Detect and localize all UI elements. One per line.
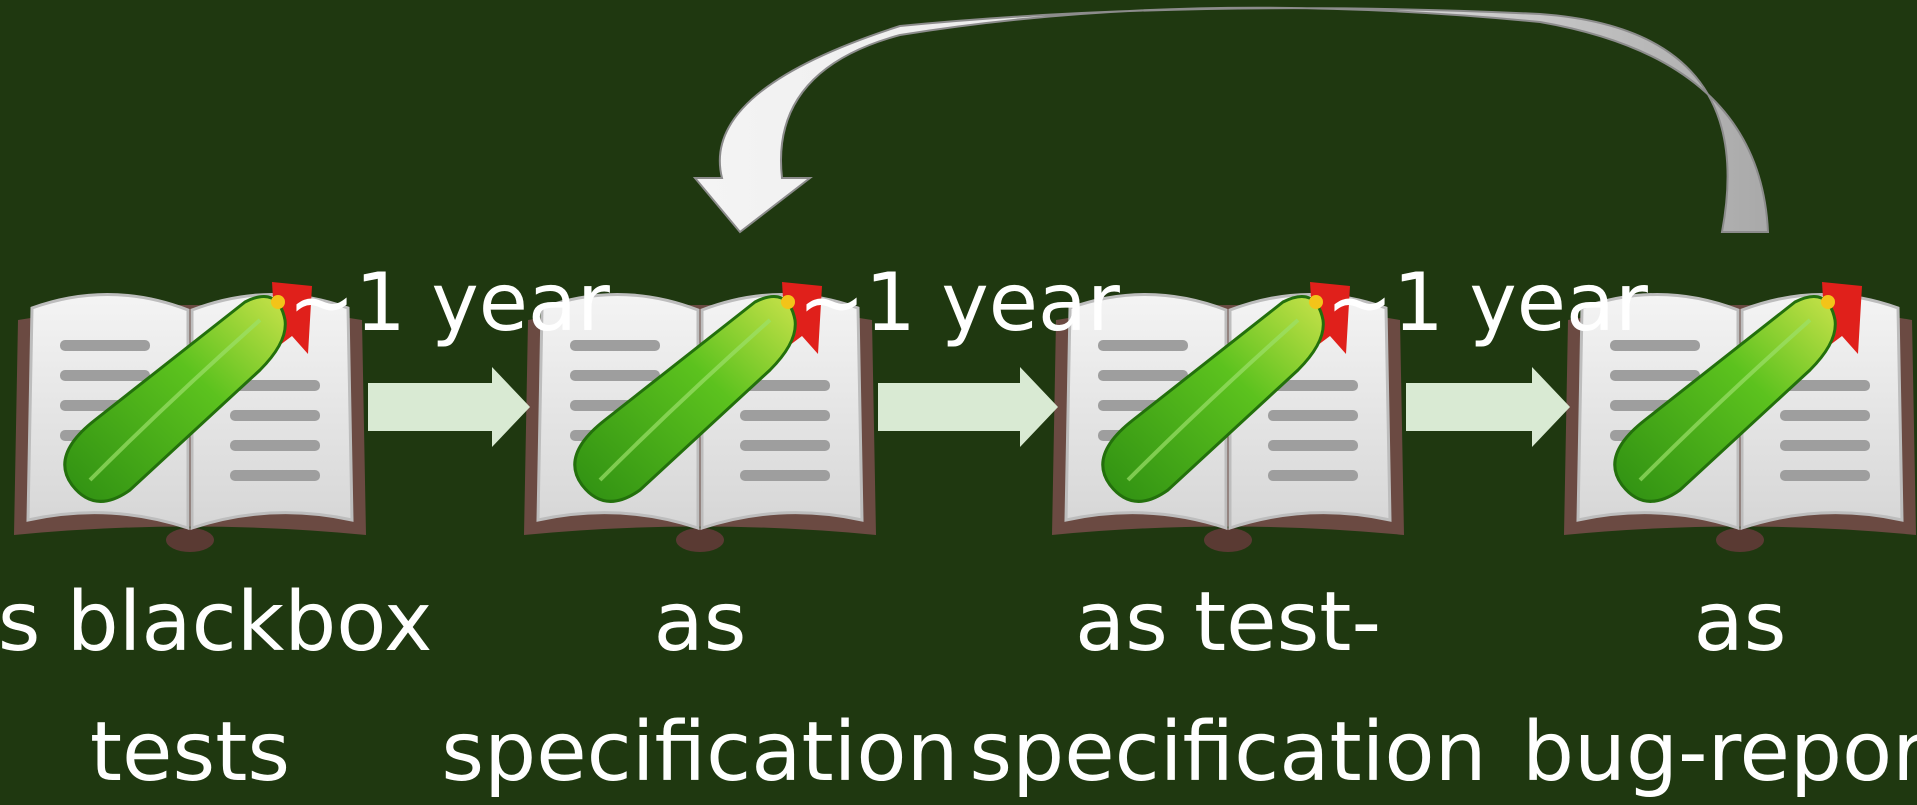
stage-2-label-line-1: as bbox=[654, 575, 747, 670]
cucumber-book-icon bbox=[14, 282, 366, 552]
stage-3-label-line-1: as test- bbox=[1075, 575, 1381, 670]
cucumber-book-icon bbox=[1052, 282, 1404, 552]
curved-return-arrow-icon bbox=[692, 6, 1770, 234]
transition-3-label: ~1 year bbox=[1326, 256, 1648, 349]
transition-arrow-3 bbox=[1406, 367, 1570, 447]
stage-4-label-line-1: as bbox=[1694, 575, 1787, 670]
stage-4-label-line-2: bug-report bbox=[1522, 705, 1917, 800]
stage-1-label-line-2: tests bbox=[90, 705, 290, 800]
transition-1-label: ~1 year bbox=[288, 256, 610, 349]
stage-1-label-line-1: as blackbox bbox=[0, 575, 432, 670]
stage-2-label-line-2: specification bbox=[441, 705, 958, 800]
transition-arrow-1 bbox=[368, 367, 530, 447]
stage-3-label-line-2: specification bbox=[969, 705, 1486, 800]
cucumber-book-icon bbox=[524, 282, 876, 552]
transition-2-label: ~1 year bbox=[798, 256, 1120, 349]
transition-arrow-2 bbox=[878, 367, 1058, 447]
cucumber-book-icon bbox=[1564, 282, 1916, 552]
